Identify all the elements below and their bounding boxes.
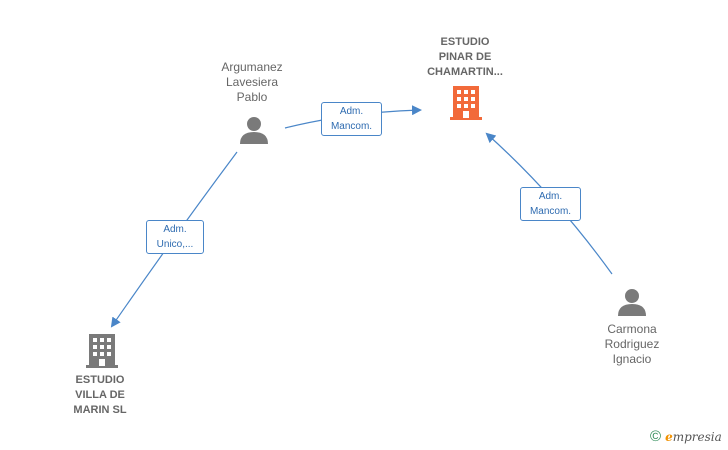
company-label-estudio-pinar[interactable]: ESTUDIO PINAR DE CHAMARTIN... xyxy=(427,36,503,78)
person-label-argumanez[interactable]: Argumanez Lavesiera Pablo xyxy=(221,60,283,104)
brand-logo: empresia xyxy=(665,429,722,444)
building-icon[interactable] xyxy=(450,86,482,120)
person-icon[interactable] xyxy=(239,116,269,144)
person-label-carmona[interactable]: Carmona Rodriguez Ignacio xyxy=(604,322,660,366)
building-icon[interactable] xyxy=(86,334,118,368)
edge-label-carmona-to-pinar[interactable]: Adm. Mancom. xyxy=(520,187,581,221)
company-label-estudio-villa[interactable]: ESTUDIO VILLA DE MARIN SL xyxy=(73,374,127,416)
person-icon[interactable] xyxy=(617,288,647,316)
copyright-icon: © xyxy=(650,428,662,445)
edge-label-argumanez-to-pinar[interactable]: Adm. Mancom. xyxy=(321,102,382,136)
edge-label-argumanez-to-villa[interactable]: Adm. Unico,... xyxy=(146,220,204,254)
brand-watermark: © empresia xyxy=(650,428,722,445)
